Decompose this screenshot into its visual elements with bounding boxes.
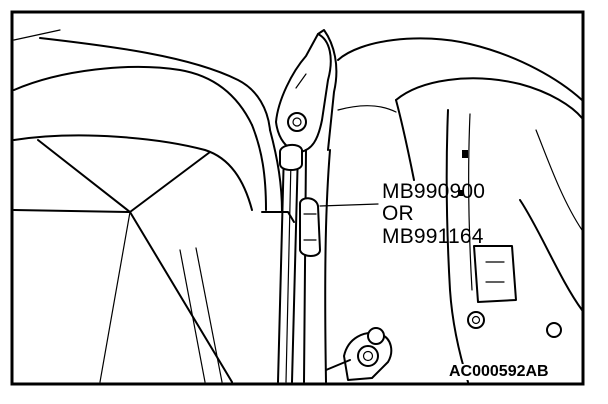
body-upper-contour-inner (39, 37, 271, 131)
door-frame-outer (251, 124, 267, 211)
lower-hinge-bolt-2 (357, 345, 379, 367)
right-mark-2 (458, 190, 463, 196)
hinge-pin-rod-inner (285, 159, 292, 383)
hinge-pin-rod-right (291, 149, 299, 383)
hinge-pin-cap (279, 144, 303, 171)
tool-number-alternate: MB991164 (382, 225, 484, 248)
callout-leader (319, 203, 379, 207)
tool-body-detail (303, 213, 317, 241)
right-opening-arch-inner (395, 77, 583, 119)
hinge-bolt-center (292, 117, 302, 127)
right-opening-arch (337, 37, 583, 101)
right-lower-contour (519, 199, 583, 311)
tool-body (299, 197, 321, 257)
center-pillar-right (324, 149, 331, 383)
body-upper-contour (13, 65, 253, 126)
door-frame-foot (261, 211, 295, 223)
hinge-bracket-edge (317, 29, 338, 151)
door-panel-shade-2 (195, 247, 223, 383)
door-panel-shade-1 (179, 249, 206, 383)
right-lower-bolt (546, 322, 562, 338)
body-top-left-edge (13, 29, 61, 41)
lower-hinge-link (325, 359, 351, 371)
striker-bolt-center (471, 315, 481, 325)
right-lower-contour-2 (535, 129, 583, 231)
striker-bolt (467, 311, 485, 329)
right-opening-drop (395, 99, 415, 181)
door-frame-inner (269, 129, 283, 213)
figure-code: AC000592AB (447, 363, 551, 380)
right-opening-ledge (337, 105, 397, 113)
door-panel-top (13, 134, 253, 211)
center-pillar-left (303, 149, 307, 383)
striker-slot-1 (485, 261, 505, 283)
tool-conjunction: OR (382, 202, 414, 225)
hinge-bracket (275, 33, 332, 153)
door-panel-crease (99, 211, 131, 383)
striker-bracket (473, 245, 517, 303)
door-panel-lower-edge (13, 209, 233, 383)
hinge-bolt-head (287, 112, 307, 132)
figure-frame (10, 10, 585, 386)
hinge-slot (295, 73, 307, 89)
tool-number-primary: MB990900 (382, 180, 486, 203)
right-panel-edge (445, 109, 469, 383)
right-panel-edge-inner (468, 113, 473, 291)
right-mark-1 (462, 150, 468, 158)
door-panel-fold (37, 139, 211, 213)
lower-hinge-bolt-1 (367, 327, 385, 345)
hinge-pin-rod-left (277, 149, 285, 383)
lower-hinge-bolt-2-center (362, 350, 374, 362)
